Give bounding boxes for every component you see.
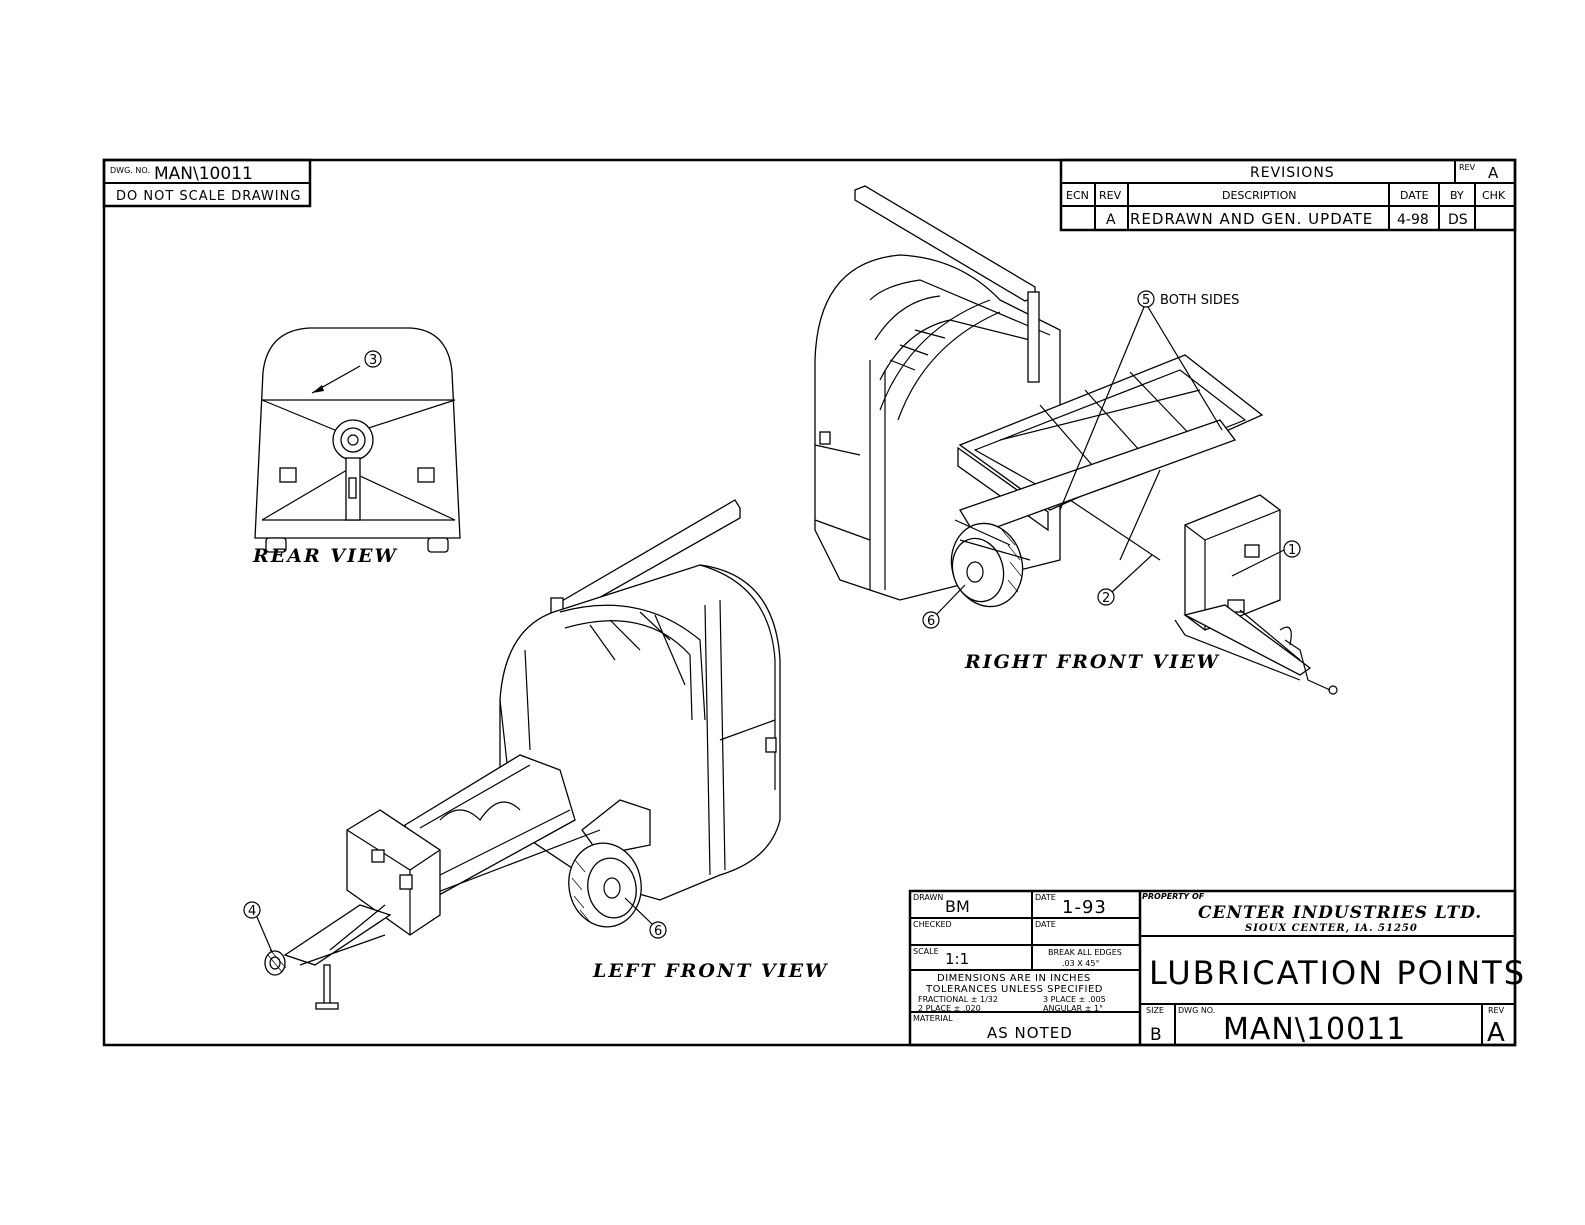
company-name: CENTER INDUSTRIES LTD. — [1198, 903, 1482, 923]
no-scale-note: DO NOT SCALE DRAWING — [116, 189, 301, 204]
col-rev: REV — [1099, 189, 1122, 202]
break-edges: BREAK ALL EDGES — [1048, 948, 1122, 957]
tb-rev-label: REV — [1488, 1006, 1505, 1015]
drawn-label: DRAWN — [913, 893, 943, 902]
dwg-number-block: DWG. NO. MAN\10011 DO NOT SCALE DRAWING — [102, 158, 312, 208]
svg-text:6: 6 — [927, 614, 935, 629]
svg-text:6: 6 — [654, 924, 662, 939]
left-front-view-drawing — [264, 499, 781, 1010]
date-value: 1-93 — [1062, 897, 1107, 918]
property-label: PROPERTY OF — [1142, 892, 1205, 901]
callout-6-right: 6 — [922, 584, 966, 629]
callout-1: 1 — [1231, 540, 1301, 577]
size-label: SIZE — [1146, 1006, 1164, 1015]
rev-row-date: 4-98 — [1397, 212, 1429, 228]
size-value: B — [1150, 1025, 1162, 1045]
right-front-view-label: RIGHT FRONT VIEW — [964, 651, 1220, 673]
material-value: AS NOTED — [987, 1024, 1073, 1042]
tol-3place: 3 PLACE ± .005 — [1043, 995, 1106, 1004]
svg-text:5: 5 — [1142, 293, 1150, 308]
tb-dwg-no-value: MAN\10011 — [1223, 1012, 1406, 1047]
revisions-rev-value: A — [1488, 164, 1499, 182]
checked-label: CHECKED — [913, 920, 952, 929]
material-label: MATERIAL — [913, 1014, 953, 1023]
rev-row-by: DS — [1448, 212, 1468, 228]
right-front-view-drawing — [814, 185, 1338, 695]
col-chk: CHK — [1482, 189, 1506, 202]
scale-label: SCALE — [913, 947, 939, 956]
callout-3: 3 — [364, 350, 382, 368]
col-date: DATE — [1400, 189, 1429, 202]
callout-2: 2 — [1097, 554, 1153, 606]
tb-dwg-no-label: DWG NO. — [1178, 1006, 1215, 1015]
tb-rev-value: A — [1487, 1018, 1505, 1048]
callout-5-note: BOTH SIDES — [1160, 293, 1239, 308]
scale-value: 1:1 — [945, 950, 969, 968]
callout-5: 5 BOTH SIDES — [1059, 290, 1239, 511]
svg-text:1: 1 — [1288, 543, 1296, 558]
company-location: SIOUX CENTER, IA. 51250 — [1245, 923, 1418, 934]
date-label: DATE — [1035, 893, 1056, 902]
revisions-block: REVISIONS REV A ECN REV DESCRIPTION DATE… — [1059, 158, 1517, 232]
dims-line2: TOLERANCES UNLESS SPECIFIED — [925, 984, 1103, 995]
col-description: DESCRIPTION — [1222, 189, 1296, 202]
col-by: BY — [1450, 189, 1464, 202]
rear-view-drawing — [254, 327, 461, 553]
rev-row-rev: A — [1106, 212, 1116, 228]
break-value: .03 X 45° — [1062, 959, 1099, 968]
tol-frac: FRACTIONAL ± 1/32 — [918, 995, 998, 1004]
drawing-title: LUBRICATION POINTS — [1149, 954, 1526, 992]
revisions-rev-label: REV — [1459, 163, 1476, 172]
callout-4: 4 — [243, 901, 273, 953]
col-ecn: ECN — [1066, 189, 1089, 202]
tol-2place: 2 PLACE ± .020 — [918, 1004, 981, 1013]
checked-date-label: DATE — [1035, 920, 1056, 929]
drawn-value: BM — [945, 897, 970, 916]
svg-text:2: 2 — [1102, 591, 1110, 606]
rev-row-description: REDRAWN AND GEN. UPDATE — [1130, 210, 1373, 228]
tol-angular: ANGULAR ± 1° — [1043, 1004, 1103, 1013]
drawing-border — [102, 158, 1517, 1047]
left-front-view-label: LEFT FRONT VIEW — [592, 960, 828, 982]
svg-text:4: 4 — [248, 904, 256, 919]
title-block: DRAWN BM DATE 1-93 CHECKED DATE SCALE 1:… — [908, 889, 1526, 1048]
revisions-title: REVISIONS — [1250, 165, 1335, 181]
dims-line1: DIMENSIONS ARE IN INCHES — [937, 973, 1091, 984]
rear-view-label: REAR VIEW — [252, 545, 398, 567]
dwg-no-label: DWG. NO. — [110, 166, 150, 175]
svg-text:3: 3 — [369, 353, 377, 368]
callout-6-left: 6 — [624, 897, 667, 939]
dwg-no-value: MAN\10011 — [154, 164, 253, 184]
